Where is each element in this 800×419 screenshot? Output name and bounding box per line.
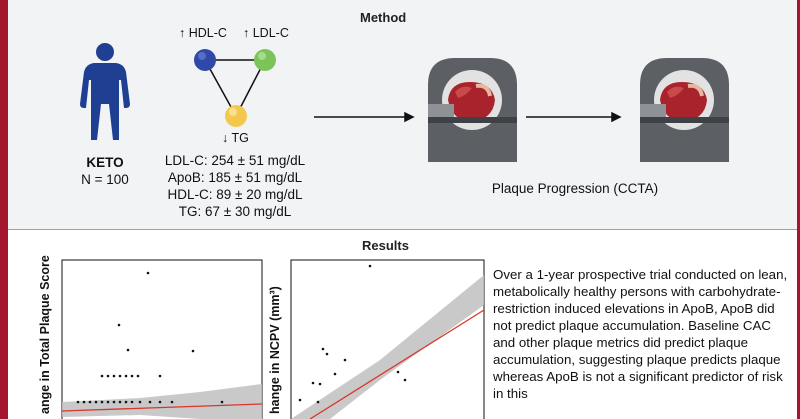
data-points bbox=[298, 264, 407, 404]
lipid-hdl: HDL-C: 89 ± 20 mg/dL bbox=[167, 187, 303, 202]
tg-label: ↓ TG bbox=[222, 131, 249, 145]
arrow-icon bbox=[314, 111, 622, 123]
ldl-label: ↑ LDL-C bbox=[243, 26, 289, 40]
fit-line bbox=[61, 403, 263, 412]
lipid-tg: TG: 67 ± 30 mg/dL bbox=[178, 204, 292, 219]
outcome-label: Plaque Progression (CCTA) bbox=[491, 181, 659, 196]
ldl-node bbox=[254, 49, 276, 71]
group-name: KETO bbox=[86, 155, 124, 170]
lipid-triangle-diagram bbox=[194, 49, 276, 127]
plot1-ylabel: ange in Total Plaque Score bbox=[38, 255, 52, 414]
lipid-apob: ApoB: 185 ± 51 mg/dL bbox=[167, 170, 303, 185]
right-border bbox=[797, 0, 800, 419]
lipid-values: LDL-C: 254 ± 51 mg/dL ApoB: 185 ± 51 mg/… bbox=[150, 152, 320, 220]
hdl-node bbox=[194, 49, 216, 71]
results-title: Results bbox=[362, 238, 409, 253]
left-border bbox=[0, 0, 8, 419]
ct-scanner-icon bbox=[640, 58, 729, 162]
person-icon bbox=[80, 43, 130, 140]
section-divider bbox=[8, 229, 797, 230]
plot2-ylabel: hange in NCPV (mm³) bbox=[268, 286, 282, 414]
ct-scanner-icon bbox=[428, 58, 517, 162]
results-summary: Over a 1-year prospective trial conducte… bbox=[493, 267, 788, 401]
tg-node bbox=[225, 105, 247, 127]
data-points bbox=[76, 271, 224, 404]
hdl-label: ↑ HDL-C bbox=[179, 26, 227, 40]
method-title: Method bbox=[360, 10, 407, 25]
group-n: N = 100 bbox=[81, 172, 129, 187]
fit-line bbox=[309, 309, 485, 419]
plot-ncpv bbox=[290, 259, 485, 419]
plot-total-plaque-score bbox=[61, 259, 263, 419]
lipid-ldl: LDL-C: 254 ± 51 mg/dL bbox=[164, 153, 306, 168]
